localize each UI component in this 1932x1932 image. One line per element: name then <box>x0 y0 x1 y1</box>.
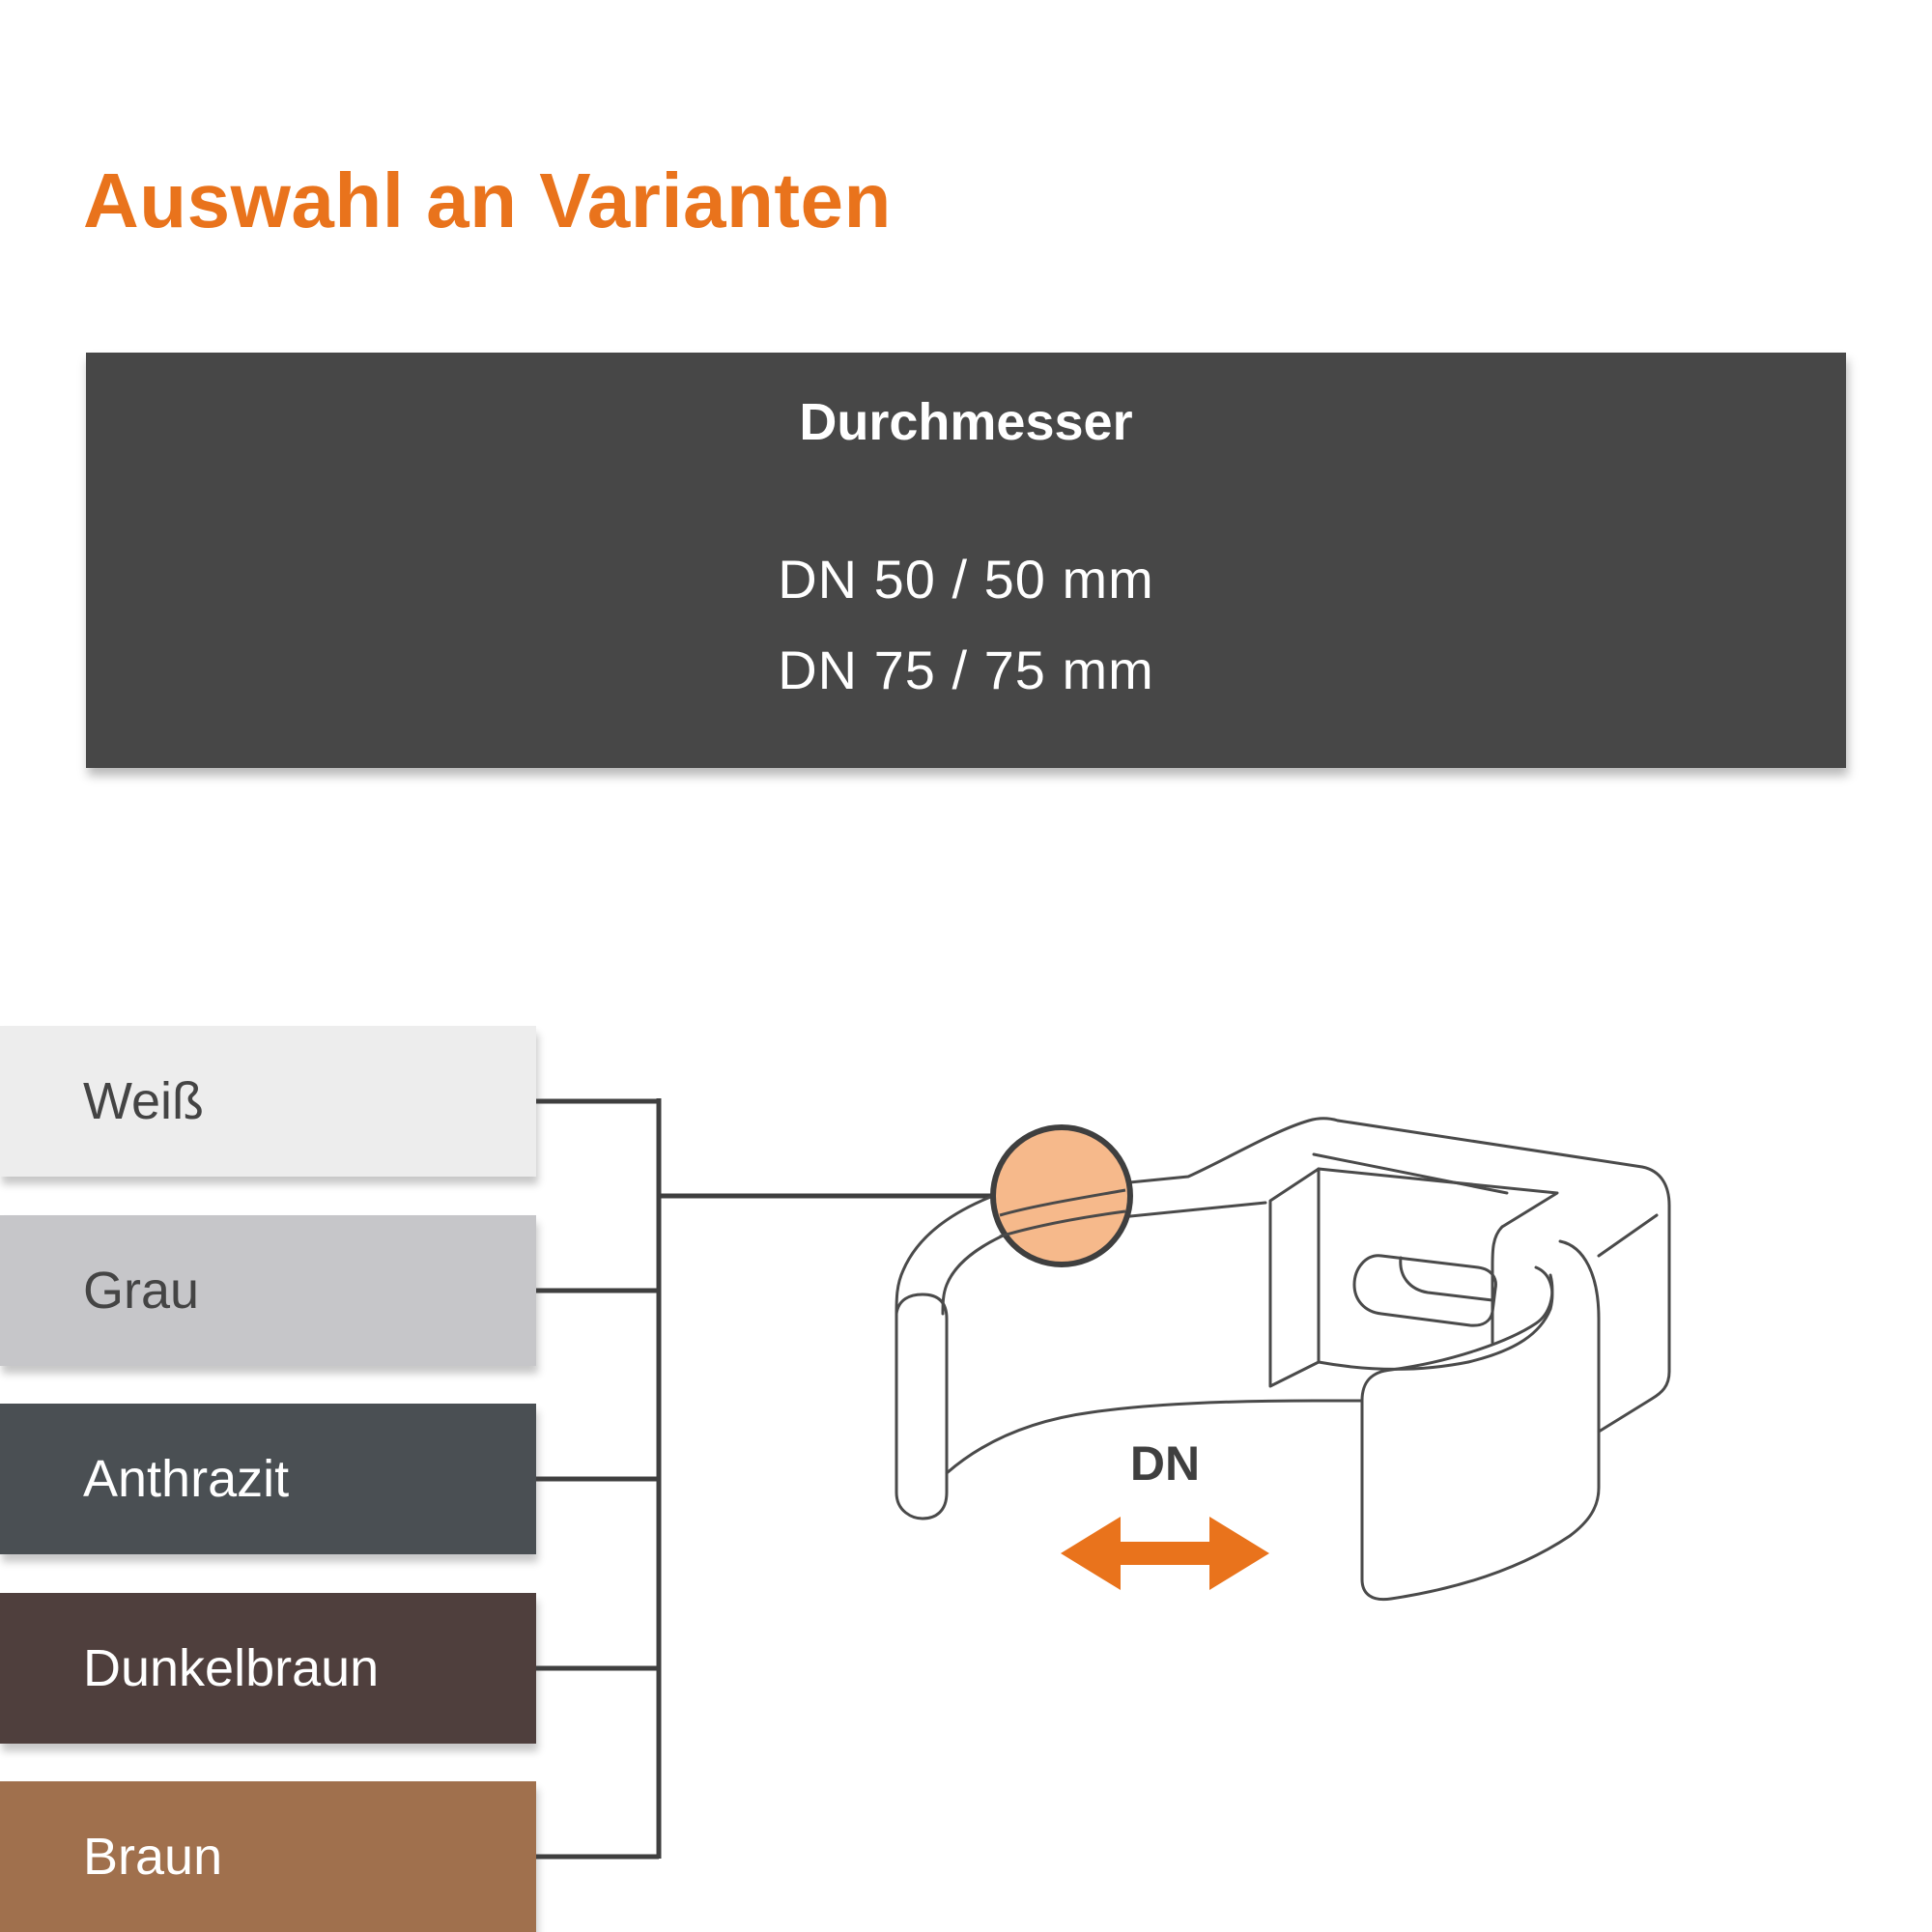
clamp-housing-top-line <box>1312 1152 1509 1195</box>
dn-dimension-label: DN <box>1130 1436 1200 1491</box>
clamp-housing-left-face <box>1268 1167 1321 1388</box>
color-swatch-braun[interactable]: Braun <box>0 1781 536 1932</box>
diameter-panel: Durchmesser DN 50 / 50 mm DN 75 / 75 mm <box>86 353 1846 768</box>
diameter-value-dn75: DN 75 / 75 mm <box>778 639 1154 700</box>
clamp-screw-slot <box>1352 1254 1497 1327</box>
double-arrow-icon <box>1061 1517 1269 1590</box>
diameter-heading: Durchmesser <box>799 393 1133 451</box>
color-swatch-dunkelbraun[interactable]: Dunkelbraun <box>0 1593 536 1744</box>
clamp-inner-curl-lip <box>1466 1265 1554 1364</box>
page-title: Auswahl an Varianten <box>83 157 892 243</box>
diameter-value-dn50: DN 50 / 50 mm <box>778 549 1154 610</box>
connection-highlight-circle <box>990 1124 1133 1267</box>
diameter-values: DN 50 / 50 mm DN 75 / 75 mm <box>86 534 1846 716</box>
color-swatch-label: Weiß <box>83 1072 205 1130</box>
color-swatch-label: Anthrazit <box>83 1450 290 1508</box>
band-through-highlight <box>999 1188 1126 1217</box>
band-through-highlight-2 <box>999 1209 1126 1238</box>
color-swatch-label: Dunkelbraun <box>83 1639 380 1697</box>
clamp-screw-slot-inner <box>1399 1256 1494 1302</box>
clamp-band-top <box>991 1117 1340 1198</box>
clamp-housing-right-edge <box>1597 1213 1659 1258</box>
clamp-right-wrap <box>1360 1239 1601 1602</box>
pipe-clamp-drawing <box>895 1117 1671 1602</box>
connection-highlight <box>990 1124 1133 1267</box>
clamp-inner-curl <box>1491 1225 1504 1345</box>
color-swatch-grau[interactable]: Grau <box>0 1215 536 1366</box>
color-swatch-weiss[interactable]: Weiß <box>0 1026 536 1177</box>
clamp-left-tab <box>895 1293 949 1520</box>
color-swatch-label: Braun <box>83 1828 223 1886</box>
clamp-band-outer <box>895 1194 995 1316</box>
clamp-band-bottom <box>945 1399 1364 1475</box>
clamp-housing-outer <box>1336 1119 1671 1434</box>
color-swatch-anthrazit[interactable]: Anthrazit <box>0 1404 536 1554</box>
connector-lines <box>536 1098 993 1860</box>
color-swatch-label: Grau <box>83 1262 200 1320</box>
clamp-housing-top-rim <box>1317 1167 1559 1229</box>
